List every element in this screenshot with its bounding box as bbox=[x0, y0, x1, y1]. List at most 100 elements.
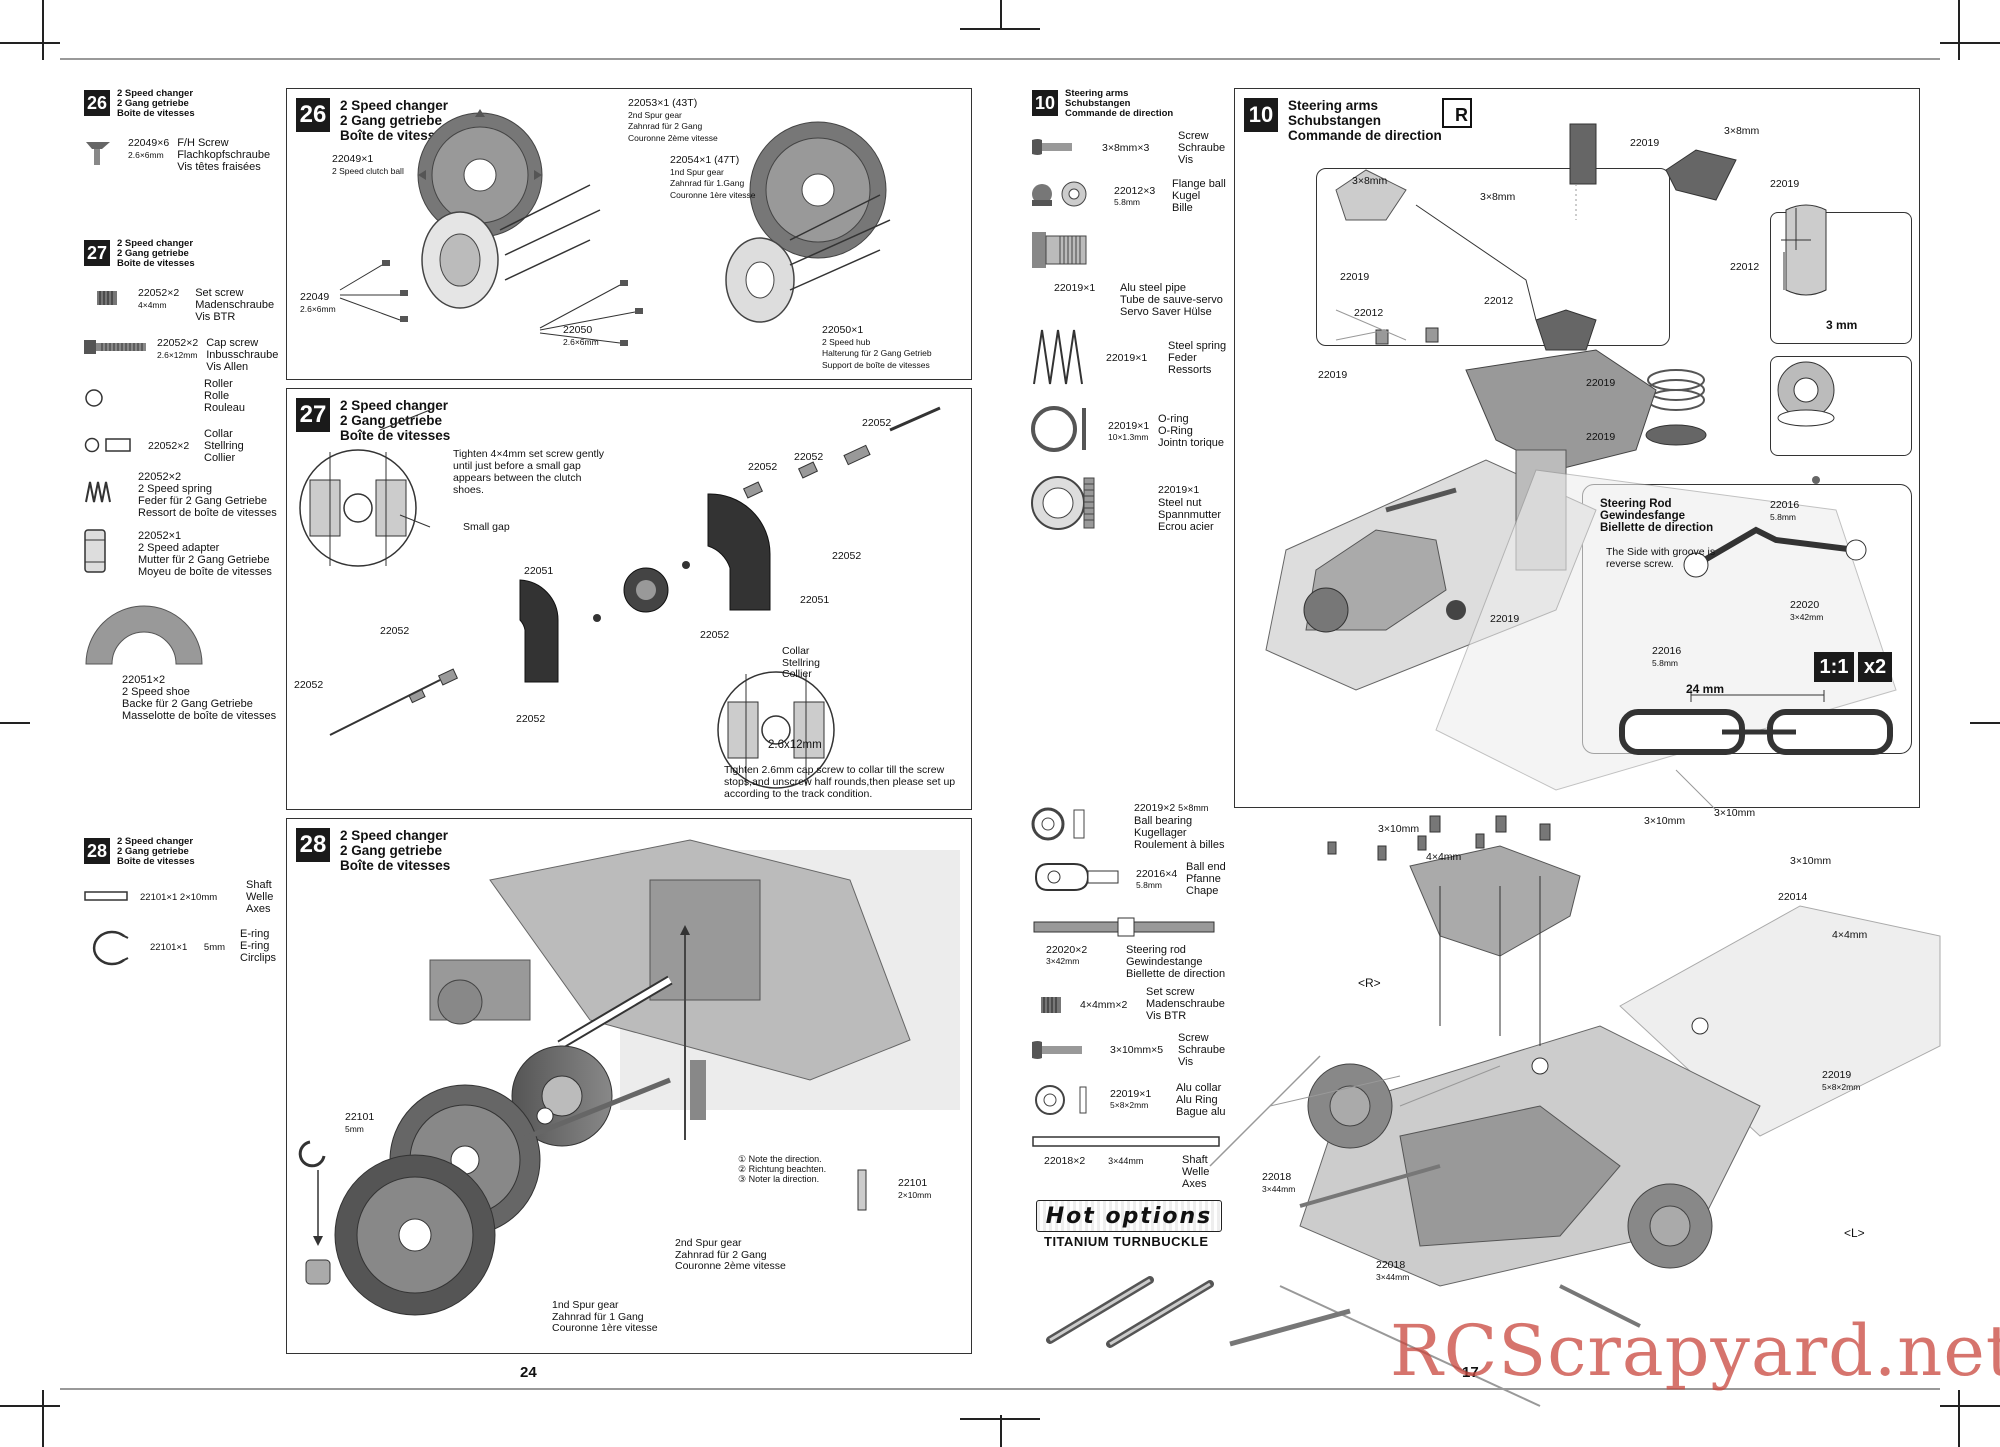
name-en: Alu steel pipe bbox=[1120, 282, 1187, 294]
part-shoe-names: 22051×2 2 Speed shoe Backe für 2 Gang Ge… bbox=[122, 674, 276, 722]
cap-size-label: 2.6x12mm bbox=[768, 739, 822, 751]
label-sub: 1 bbox=[367, 153, 374, 165]
part-11-4-names: Screw Schraube Vis bbox=[1178, 1032, 1225, 1068]
label-line: 2 Speed clutch ball bbox=[332, 165, 404, 176]
name-en: Steering rod bbox=[1126, 944, 1186, 956]
name-fr: Bille bbox=[1172, 202, 1193, 214]
part-11-0-num: 22019×2 5×8mm bbox=[1134, 802, 1209, 814]
crop-mark bbox=[1000, 0, 1002, 30]
title-en: Steering arms bbox=[1288, 98, 1379, 113]
name-en: Steel spring bbox=[1168, 340, 1227, 352]
label-10-22012-c: 22012 bbox=[1484, 295, 1514, 307]
part-num: 22052 bbox=[138, 471, 169, 483]
label-22052-d: 22052 bbox=[832, 550, 862, 562]
name-fr: Vis bbox=[1178, 1056, 1194, 1068]
label-22054: 22054×1 (47T) 1nd Spur gear Zahnrad für … bbox=[670, 154, 756, 200]
part-qty: 2 bbox=[183, 440, 190, 452]
name-en: Ball end bbox=[1186, 861, 1226, 873]
step-28-small-title: 2 Speed changer 2 Gang getriebe Boîte de… bbox=[117, 837, 195, 867]
part-size: 5mm bbox=[203, 942, 226, 953]
label-line: Couronne 1ère vitesse bbox=[670, 189, 756, 200]
name-fr: Vis Allen bbox=[206, 361, 249, 373]
part-num: 22052 bbox=[138, 287, 168, 299]
part-names: Set screw Madenschraube Vis BTR bbox=[195, 287, 274, 323]
part-10-3-num: 22019×1 bbox=[1106, 352, 1148, 364]
part-num: 22051 bbox=[122, 674, 153, 686]
part-size: 5.8mm bbox=[1114, 197, 1140, 207]
spring-icon bbox=[85, 481, 111, 503]
title-fr: Boîte de vitesses bbox=[117, 108, 195, 119]
gear1-en: 1nd Spur gear bbox=[552, 1299, 619, 1311]
label-22052-a: 22052 bbox=[862, 417, 892, 429]
part-qty: 1 bbox=[175, 530, 182, 542]
titanium-turnbuckle-image bbox=[1046, 1276, 1214, 1348]
label-line: Couronne 2ème vitesse bbox=[628, 132, 718, 143]
count-badge: x2 bbox=[1858, 652, 1892, 682]
crop-mark bbox=[1940, 42, 2000, 44]
part-names: Cap screw Inbusschraube Vis Allen bbox=[206, 337, 278, 373]
part-11-6-names: Shaft Welle Axes bbox=[1182, 1154, 1209, 1190]
name-fr: Ecrou acier bbox=[1158, 521, 1214, 533]
name-en: 2 Speed adapter bbox=[138, 542, 220, 554]
part-number: 22052×1 bbox=[138, 530, 182, 542]
crop-mark bbox=[960, 1418, 1040, 1420]
step-badge-28: 28 bbox=[296, 828, 330, 862]
label-sub: 2×10mm bbox=[898, 1189, 932, 1200]
title-fr: Biellette de direction bbox=[1600, 522, 1714, 534]
step-27-note-bottom: Tighten 2.6mm cap screw to collar till t… bbox=[724, 764, 956, 800]
step-badge-27: 27 bbox=[296, 398, 330, 432]
name-fr: Vis BTR bbox=[195, 311, 236, 323]
name-de: Inbusschraube bbox=[206, 349, 279, 361]
step-28-illustration bbox=[298, 839, 960, 1316]
page-number-right: 17 bbox=[1462, 1364, 1479, 1381]
collar-en: Collar bbox=[782, 645, 810, 657]
part-adapter-row: 22052×1 2 Speed adapter Mutter für 2 Gan… bbox=[138, 530, 272, 578]
part-num: 22018 bbox=[1044, 1155, 1074, 1167]
title-de: 2 Gang getriebe bbox=[340, 413, 443, 428]
name-en: Collar bbox=[204, 428, 233, 440]
name-fr: Axes bbox=[1182, 1178, 1207, 1190]
hot-options-logo: Hot options bbox=[1036, 1200, 1222, 1232]
label-size: 5.8mm bbox=[1652, 657, 1678, 668]
name-de: Kugellager bbox=[1134, 827, 1187, 839]
step-26-small-title: 2 Speed changer 2 Gang getriebe Boîte de… bbox=[117, 89, 195, 119]
alu-collar-icon bbox=[1035, 1085, 1087, 1115]
title-en: 2 Speed changer bbox=[340, 828, 449, 843]
title-de: Schubstangen bbox=[1288, 113, 1382, 128]
set-screw-icon bbox=[97, 291, 117, 305]
label-sub: 5mm bbox=[345, 1123, 364, 1134]
scale-badge: 1:1 bbox=[1814, 652, 1854, 682]
part-num: 22052 bbox=[138, 530, 169, 542]
name-fr: Ressorts bbox=[1168, 364, 1212, 376]
title-en: 2 Speed changer bbox=[117, 238, 194, 249]
part-num: 3×8mm bbox=[1102, 142, 1138, 154]
part-qty: 2 bbox=[1081, 944, 1088, 956]
part-num: 22019 bbox=[1110, 1088, 1140, 1100]
part-qty: 1 bbox=[1145, 1088, 1152, 1100]
assembly-label-4x4-b: 4×4mm bbox=[1832, 929, 1868, 941]
part-size: 2.6×6mm bbox=[128, 150, 164, 160]
name-fr: Ressort de boîte de vitesses bbox=[138, 507, 277, 519]
title-de: Schubstangen bbox=[1065, 98, 1131, 109]
part-qty: 1 bbox=[1143, 420, 1150, 432]
label-sub: 2.6×6mm bbox=[563, 336, 599, 347]
name-fr: Roulement à billes bbox=[1134, 839, 1225, 851]
name-de: Pfanne bbox=[1186, 873, 1221, 885]
title-en: 2 Speed changer bbox=[340, 98, 449, 113]
label-22049-ball: 22049×1 2 Speed clutch ball bbox=[332, 153, 404, 176]
label-sub: 1 (47T) bbox=[705, 154, 740, 166]
part-number: 22051×2 bbox=[122, 674, 166, 686]
name-fr: Vis bbox=[1178, 154, 1194, 166]
part-ering-number: 22101×1 5mm bbox=[150, 942, 226, 953]
part-num: 22019 bbox=[1108, 420, 1138, 432]
titanium-turnbuckle-title: TITANIUM TURNBUCKLE bbox=[1044, 1234, 1209, 1249]
label-size: 3×42mm bbox=[1790, 611, 1824, 622]
part-qty: 5 bbox=[1157, 1044, 1164, 1056]
step-badge-10-small: 10 bbox=[1032, 90, 1058, 116]
gear2-fr: Couronne 2ème vitesse bbox=[675, 1260, 786, 1272]
